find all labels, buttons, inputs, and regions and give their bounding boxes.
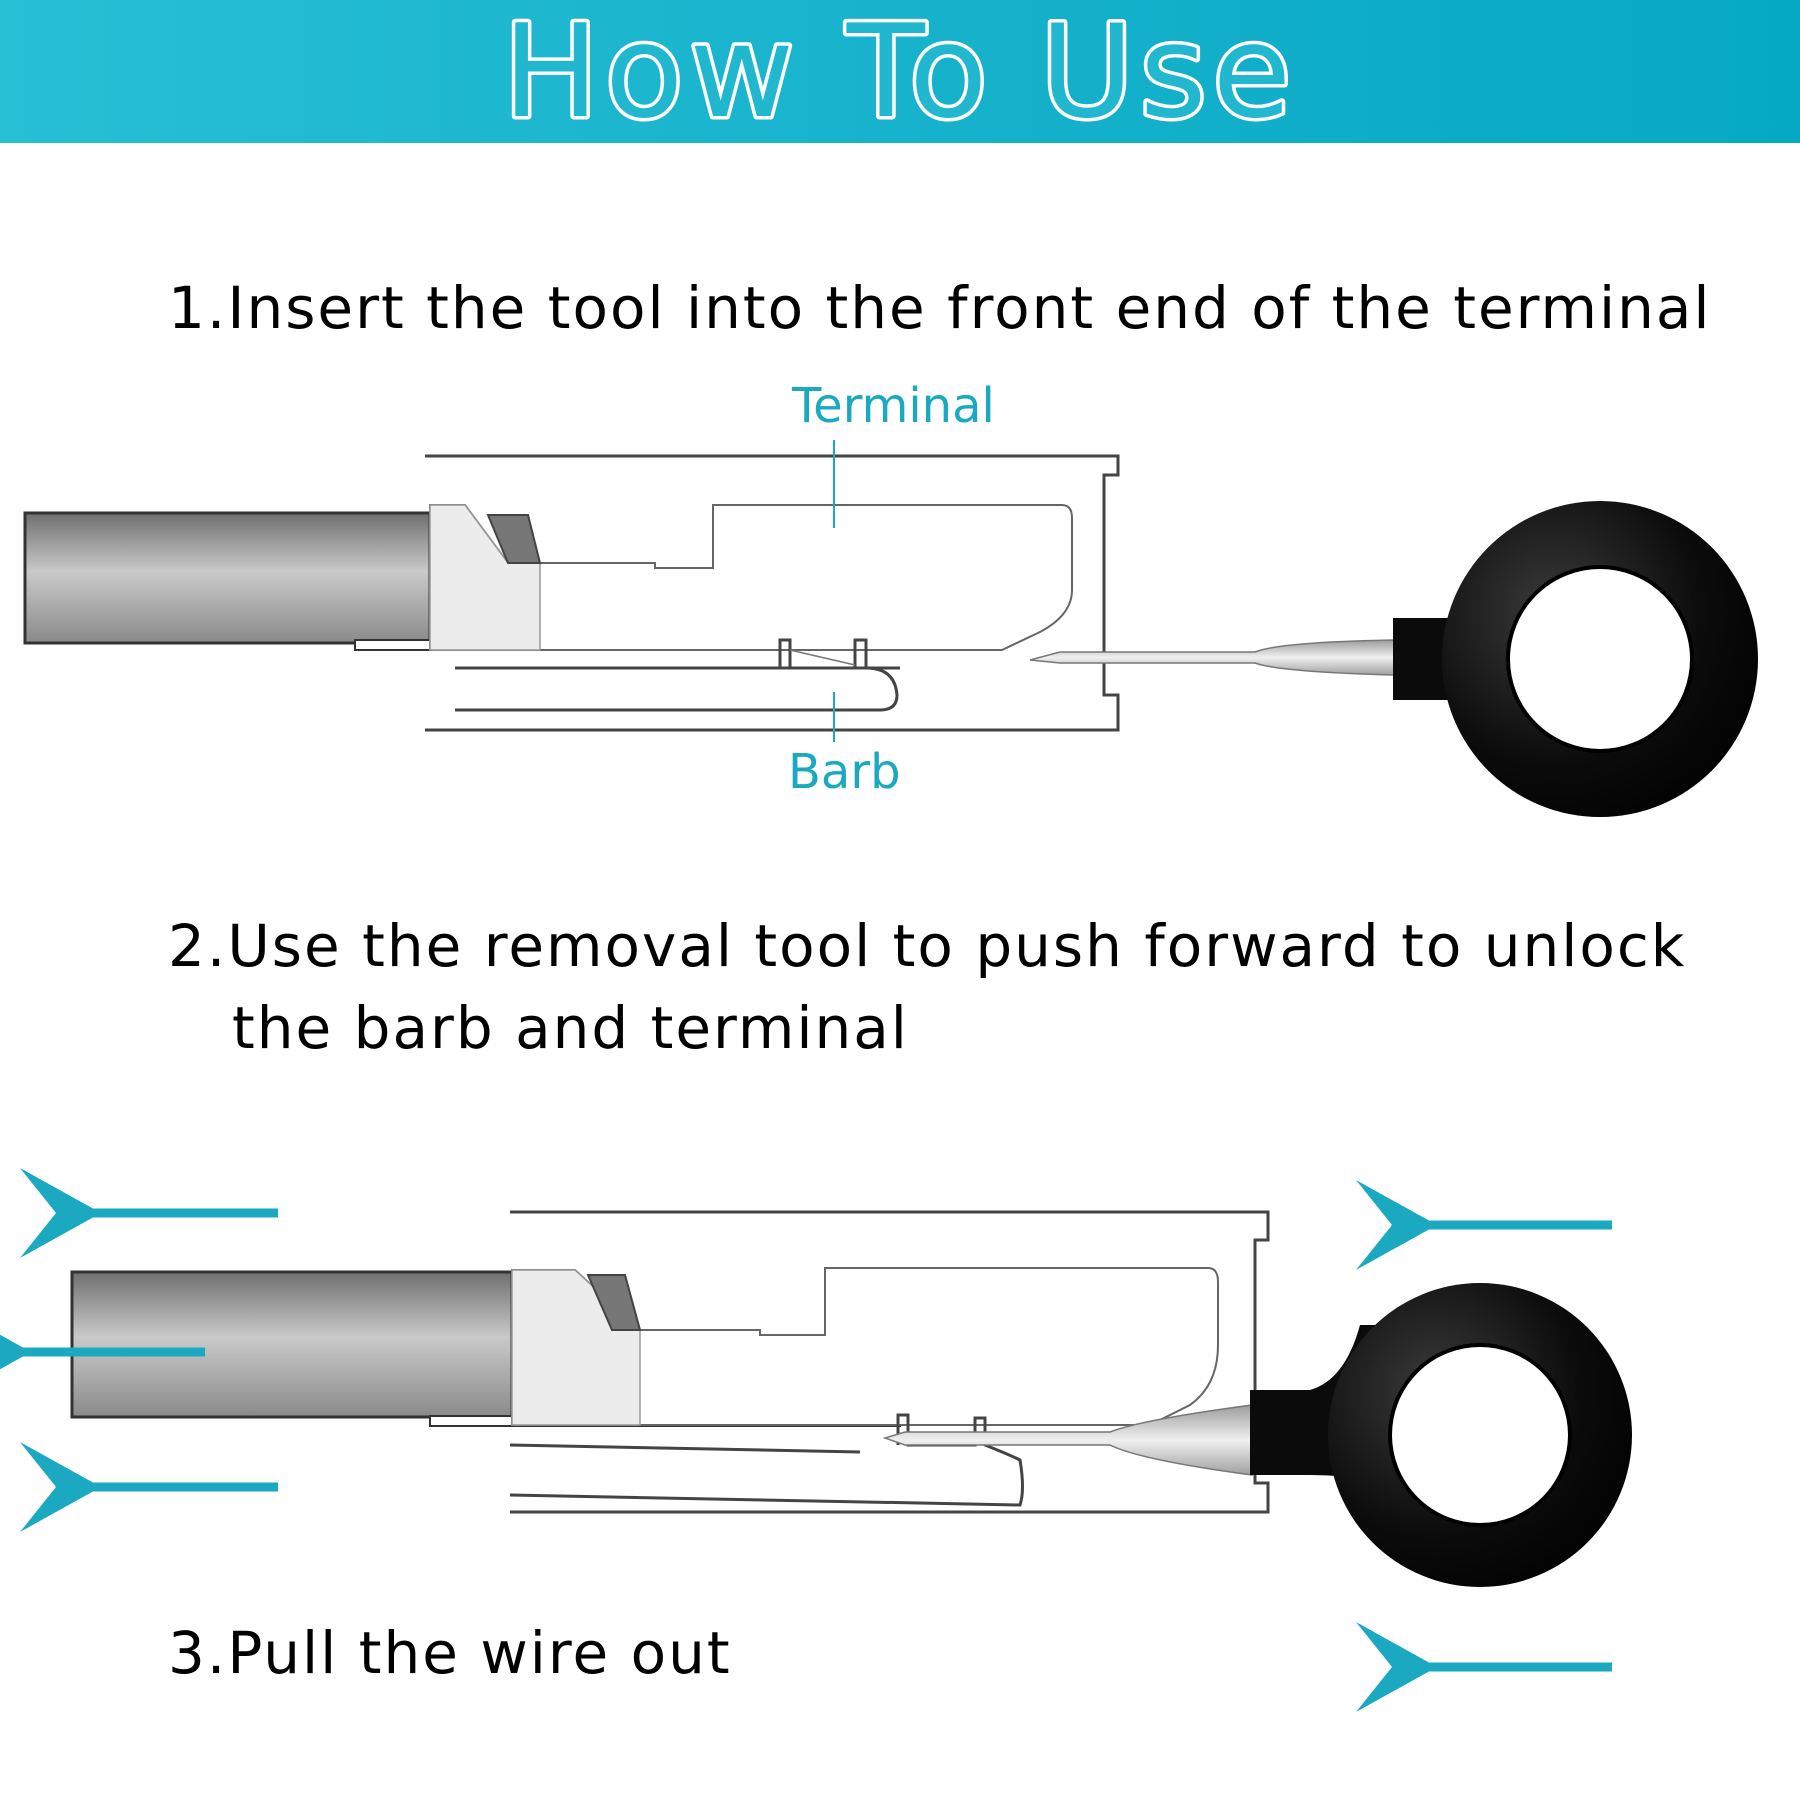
- step-2-text: 2.Use the removal tool to push forward t…: [168, 912, 1687, 980]
- step-1-text: 1.Insert the tool into the front end of …: [168, 274, 1712, 342]
- diagram-step-1: [23, 440, 1758, 817]
- header-title: How To Use: [503, 0, 1298, 143]
- terminal-crimp-dark-2: [586, 1274, 642, 1331]
- diagram-step-2: [0, 1168, 1632, 1712]
- removal-tool-1: [1029, 501, 1758, 817]
- wire-2: [70, 1270, 514, 1419]
- terminal-crimp-dark: [486, 514, 542, 564]
- terminal-2: [511, 1267, 1219, 1426]
- step-3-text: 3.Pull the wire out: [168, 1619, 732, 1687]
- barb-label: Barb: [788, 744, 901, 800]
- wire: [23, 511, 432, 645]
- barb-2: [509, 1413, 1024, 1507]
- header-title-graphic: How To Use: [499, 0, 1298, 143]
- tool-needle: [1029, 639, 1396, 676]
- pull-arrows: [0, 1168, 1612, 1712]
- header-banner: How To Use: [0, 0, 1800, 143]
- barb: [455, 638, 899, 712]
- connector-housing-2: [509, 1210, 1270, 1514]
- step-2-text-continued: the barb and terminal: [232, 994, 909, 1062]
- terminal-label: Terminal: [792, 378, 995, 434]
- terminal: [429, 504, 1073, 651]
- removal-tool-2: [882, 1283, 1632, 1587]
